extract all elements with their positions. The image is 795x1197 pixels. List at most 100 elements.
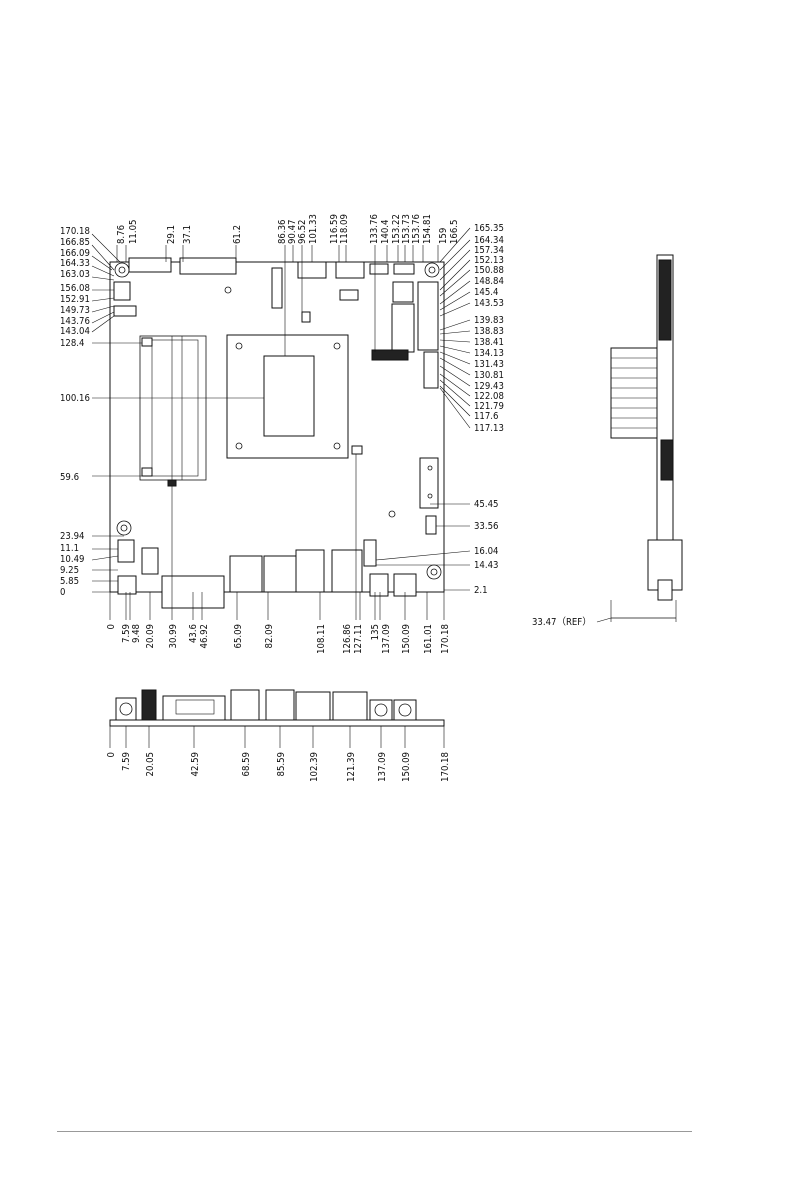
dim-label: 11.1 xyxy=(60,543,79,554)
dim-label: 143.04 xyxy=(60,326,90,337)
io-view xyxy=(109,689,445,748)
dim-label: 7.59 xyxy=(121,624,132,643)
dim-label: 101.33 xyxy=(308,214,319,244)
dim-label: 117.13 xyxy=(474,423,504,434)
dim-label: 9.25 xyxy=(60,565,79,576)
dim-label: 102.39 xyxy=(309,752,320,782)
dim-label: 45.45 xyxy=(474,499,498,510)
dim-label: 170.18 xyxy=(60,226,90,237)
top-view-bottom-dims: 0 7.59 9.48 20.09 30.99 43.6 46.92 65.09… xyxy=(106,624,451,654)
dim-label: 157.34 xyxy=(474,245,504,256)
dim-label: 10.49 xyxy=(60,554,84,565)
dim-label: 164.34 xyxy=(474,235,504,246)
dim-label: 90.47 xyxy=(287,220,298,244)
dim-label: 118.09 xyxy=(339,214,350,244)
dim-label: 121.79 xyxy=(474,401,504,412)
dim-label: 42.59 xyxy=(190,752,201,776)
dim-label: 85.59 xyxy=(276,752,287,776)
dim-label: 138.83 xyxy=(474,326,504,337)
dim-label: 61.2 xyxy=(232,225,243,244)
dim-label: 166.85 xyxy=(60,237,90,248)
dim-label: 150.88 xyxy=(474,265,504,276)
dim-label: 20.09 xyxy=(145,624,156,648)
top-view-right-dims: 165.35 164.34 157.34 152.13 150.88 148.8… xyxy=(474,223,504,596)
side-view-ref-label: 33.47（REF） xyxy=(532,616,592,628)
top-view-leader-lines xyxy=(91,227,471,620)
dim-label: 68.59 xyxy=(241,752,252,776)
dim-label: 121.39 xyxy=(346,752,357,782)
dim-label: 11.05 xyxy=(128,220,139,244)
top-view-board xyxy=(109,257,445,609)
dim-label: 116.59 xyxy=(329,214,340,244)
dim-label: 117.6 xyxy=(474,411,498,422)
dim-label: 150.09 xyxy=(401,752,412,782)
dim-label: 127.11 xyxy=(353,624,364,654)
dim-label: 5.85 xyxy=(60,576,79,587)
dim-label: 9.48 xyxy=(131,624,142,643)
dim-label: 152.91 xyxy=(60,294,90,305)
dim-label: 8.76 xyxy=(116,225,127,244)
top-view-left-dims: 170.18 166.85 166.09 164.33 163.03 156.0… xyxy=(60,226,90,598)
dim-label: 164.33 xyxy=(60,258,90,269)
dim-label: 30.99 xyxy=(168,624,179,648)
side-view xyxy=(596,254,683,623)
dim-label: 7.59 xyxy=(121,752,132,771)
dim-label: 126.86 xyxy=(342,624,353,654)
dim-label: 130.81 xyxy=(474,370,504,381)
dim-label: 159 xyxy=(438,228,449,244)
dim-label: 156.08 xyxy=(60,283,90,294)
dim-label: 0 xyxy=(106,624,117,629)
top-view-top-dims: 8.76 11.05 29.1 37.1 61.2 86.36 90.47 96… xyxy=(116,214,460,244)
io-view-bottom-dims: 0 7.59 20.05 42.59 68.59 85.59 102.39 12… xyxy=(106,752,451,782)
dim-label: 16.04 xyxy=(474,546,498,557)
dim-label: 100.16 xyxy=(60,393,90,404)
footer-rule xyxy=(57,1131,692,1132)
dim-label: 153.22 xyxy=(391,214,402,244)
dim-label: 2.1 xyxy=(474,585,488,596)
dim-label: 14.43 xyxy=(474,560,498,571)
dim-label: 166.5 xyxy=(449,220,460,244)
dim-label: 154.81 xyxy=(422,214,433,244)
dim-label: 166.09 xyxy=(60,248,90,259)
dim-label: 153.76 xyxy=(411,214,422,244)
dim-label: 140.4 xyxy=(380,220,391,244)
dim-label: 137.09 xyxy=(377,752,388,782)
dim-label: 163.03 xyxy=(60,269,90,280)
dim-label: 33.56 xyxy=(474,521,498,532)
dim-label: 134.13 xyxy=(474,348,504,359)
dim-label: 152.13 xyxy=(474,255,504,266)
dim-label: 65.09 xyxy=(233,624,244,648)
dim-label: 131.43 xyxy=(474,359,504,370)
dim-label: 170.18 xyxy=(440,624,451,654)
dim-label: 170.18 xyxy=(440,752,451,782)
dim-label: 82.09 xyxy=(264,624,275,648)
dim-label: 59.6 xyxy=(60,472,79,483)
dim-label: 138.41 xyxy=(474,337,504,348)
dim-label: 108.11 xyxy=(316,624,327,654)
dim-label: 86.36 xyxy=(277,220,288,244)
dim-label: 23.94 xyxy=(60,531,84,542)
dim-label: 133.76 xyxy=(369,214,380,244)
dim-label: 96.52 xyxy=(297,220,308,244)
dim-label: 29.1 xyxy=(166,225,177,244)
dim-label: 37.1 xyxy=(182,225,193,244)
dim-label: 0 xyxy=(106,752,117,757)
dim-label: 128.4 xyxy=(60,338,84,349)
dim-label: 139.83 xyxy=(474,315,504,326)
dim-label: 20.05 xyxy=(145,752,156,776)
dim-label: 150.09 xyxy=(401,624,412,654)
dim-label: 143.53 xyxy=(474,298,504,309)
dim-label: 148.84 xyxy=(474,276,504,287)
dim-label: 161.01 xyxy=(423,624,434,654)
dim-label: 0 xyxy=(60,587,65,598)
dim-label: 143.76 xyxy=(60,316,90,327)
dim-label: 46.92 xyxy=(199,624,210,648)
dim-label: 135 xyxy=(370,624,381,640)
dim-label: 43.6 xyxy=(188,624,199,643)
dim-label: 129.43 xyxy=(474,381,504,392)
dim-label: 153.73 xyxy=(401,214,412,244)
dim-label: 145.4 xyxy=(474,287,498,298)
dim-label: 137.09 xyxy=(381,624,392,654)
dim-label: 165.35 xyxy=(474,223,504,234)
